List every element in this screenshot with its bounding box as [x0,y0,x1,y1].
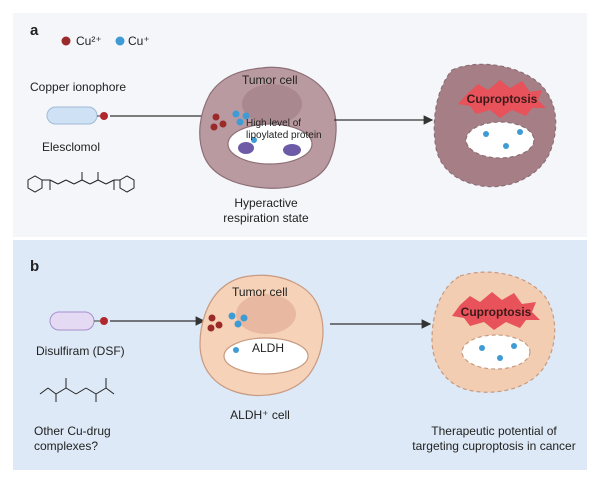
other-complexes-line2: complexes? [34,439,99,453]
elesclomol-structure-icon [27,172,135,193]
legend-cu2-label: Cu²⁺ [76,34,102,48]
cu1-ion [511,343,517,349]
protein-note-line2: lipoylated protein [246,130,322,141]
ionophore-label: Copper ionophore [30,80,127,94]
cu2-ion [212,113,220,121]
therapeutic-potential-line1: Therapeutic potential of [431,424,557,438]
cuproptosis-burst-a [458,80,546,118]
aldh-label: ALDH [252,341,285,355]
mitochondrion-b [223,337,309,375]
cu1-ion [517,129,523,135]
cu1-ion [228,312,236,320]
disulfiram-structure-icon [39,378,115,402]
cu1-ion [503,143,509,149]
lipoylated-protein-a2 [283,144,301,156]
legend-cu2-dot [61,36,71,46]
respiration-state-label: Hyperactive respiration state [206,196,326,226]
cu2-ion [208,314,216,322]
aldh-cell-label: ALDH⁺ cell [230,408,290,422]
cu2-ion [207,324,215,332]
cu1-ion [483,131,489,137]
protein-note: High level of lipoylated protein [246,118,322,142]
legend-cu1-dot [115,36,125,46]
elesclomol-label: Elesclomol [42,140,101,154]
cu2-ion [219,120,227,128]
tumor-cell-b-nucleus [236,294,296,334]
disulfiram-copper-dot [100,317,108,325]
dying-cell-b [431,271,556,393]
cu1-ion [242,112,250,120]
tumor-cell-b-title: Tumor cell [232,285,288,299]
cu1-ion [497,355,503,361]
tumor-cell-a-nucleus [242,84,302,124]
cu1-ion [232,110,240,118]
panel-b-letter: b [30,258,40,275]
therapeutic-potential-label: Therapeutic potential of targeting cupro… [410,424,578,454]
cuproptosis-label-b: Cuproptosis [460,305,532,319]
cu2-ion [215,321,223,329]
cu1-ion [240,314,248,322]
cu1-ion [479,345,485,351]
other-complexes-label: Other Cu-drug complexes? [34,424,111,454]
cu2-ion [210,123,218,131]
disulfiram-label: Disulfiram (DSF) [36,344,125,358]
cuproptosis-burst-b [452,292,540,330]
elesclomol-capsule-icon [46,106,98,125]
protein-note-line1: High level of [246,118,302,129]
cu1-ion [236,118,244,126]
disulfiram-capsule-icon [49,311,95,331]
cu1-ion [234,320,242,328]
mitochondrion-dying-b [461,334,531,370]
respiration-state-line1: Hyperactive [234,196,298,210]
cu1-ion [251,137,257,143]
cuproptosis-label-a: Cuproptosis [466,92,538,106]
therapeutic-potential-line2: targeting cuproptosis in cancer [412,439,576,453]
mitochondrion-dying-a [465,121,535,159]
lipoylated-protein-a1 [238,142,254,154]
other-complexes-line1: Other Cu-drug [34,424,111,438]
cu1-ion [233,347,239,353]
elesclomol-copper-dot [100,112,108,120]
legend-cu1-label: Cu⁺ [128,34,150,48]
panel-a-letter: a [30,22,39,39]
tumor-cell-a-title: Tumor cell [242,73,298,87]
respiration-state-line2: respiration state [223,211,309,225]
